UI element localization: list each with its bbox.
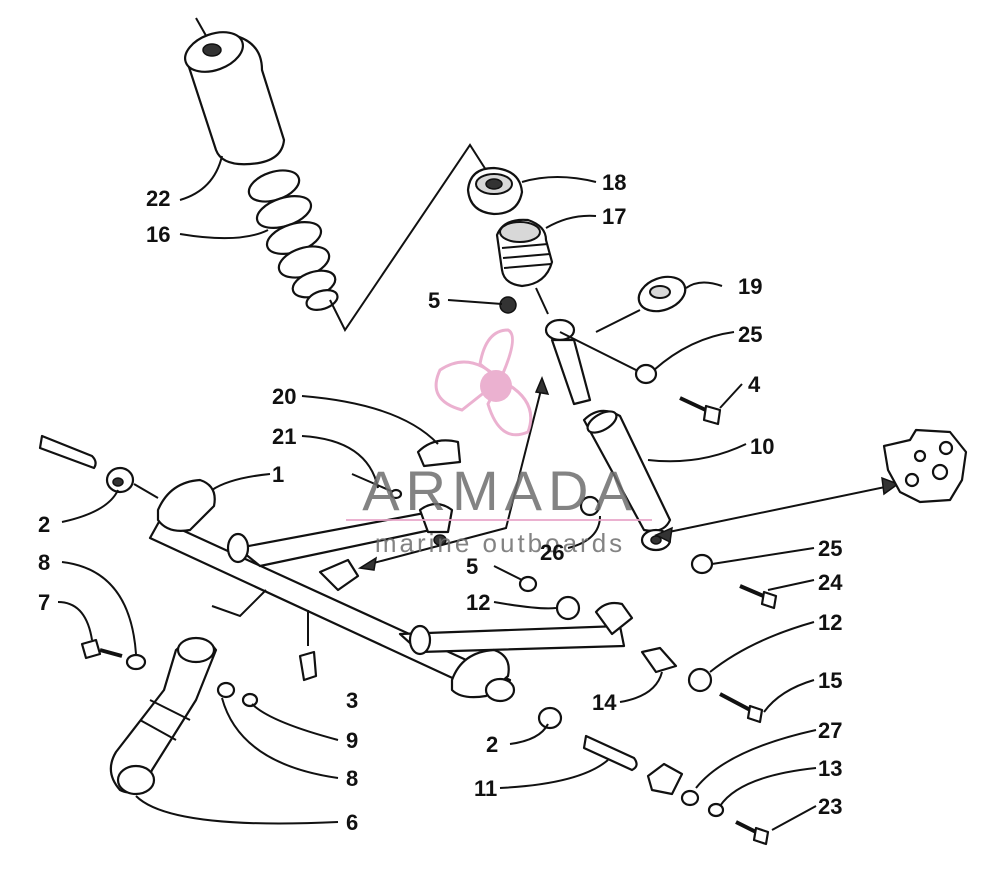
nut-5-lower: [518, 575, 538, 593]
linkage-arm-6: [109, 636, 218, 796]
spring-adjuster-nut-18: [466, 166, 524, 216]
pin-21: [351, 473, 403, 500]
callout-12-left: 12: [466, 590, 490, 615]
callout-23: 23: [818, 794, 842, 819]
callout-18: 18: [602, 170, 626, 195]
callout-24: 24: [818, 570, 843, 595]
shock-boot-22: [184, 17, 286, 166]
callout-3: 3: [346, 688, 358, 713]
callout-14: 14: [592, 690, 617, 715]
washer-8-left: [125, 653, 147, 671]
pin-left-top: [38, 434, 97, 470]
bolt-24: [739, 584, 778, 610]
callout-7: 7: [38, 590, 50, 615]
washer-8-right: [216, 681, 236, 699]
cap-20: [416, 439, 462, 468]
callout-15: 15: [818, 668, 842, 693]
callout-9: 9: [346, 728, 358, 753]
bolt-15: [719, 692, 764, 724]
callout-17: 17: [602, 204, 626, 229]
washer-13: [680, 789, 725, 818]
washer-19: [637, 275, 687, 313]
spring-link-line: [329, 143, 487, 332]
nut-5-upper: [499, 296, 517, 314]
spacer-14: [640, 646, 678, 674]
watermark-tagline: marine outboards: [375, 528, 625, 558]
bushing-25-upper: [634, 363, 658, 385]
callout-5-upper: 5: [428, 288, 440, 313]
bolt-4: [679, 396, 722, 426]
callout-19: 19: [738, 274, 762, 299]
callout-16: 16: [146, 222, 170, 247]
callout-13: 13: [818, 756, 842, 781]
a-arm-1: [148, 478, 634, 703]
spacer-12-right: [687, 667, 713, 693]
pointer-arrow-right: [663, 485, 891, 534]
callout-25-lower: 25: [818, 536, 842, 561]
callout-25-upper: 25: [738, 322, 762, 347]
cap-27: [646, 762, 684, 796]
bolt-23: [735, 820, 770, 846]
callout-21: 21: [272, 424, 296, 449]
shock-upper-axis: [559, 331, 641, 373]
bump-stop-17: [495, 218, 554, 288]
callout-4: 4: [748, 372, 761, 397]
linkage-leader: [211, 589, 267, 618]
pointer-arrow-up: [365, 385, 543, 566]
callout-11: 11: [474, 776, 497, 801]
leader-lines: [57, 155, 817, 831]
bushing-2-lower: [537, 706, 563, 730]
shaft-11: [582, 734, 638, 772]
callout-2-lower: 2: [486, 732, 498, 757]
propeller-logo-icon: [434, 328, 533, 437]
callout-8-upper: 8: [38, 550, 50, 575]
chain-case-bracket: [882, 428, 968, 504]
callout-8-lower: 8: [346, 766, 358, 791]
callout-labels: 22 16 18 17 19 5 25 4 20 21 10 1 2 26 25…: [38, 170, 843, 835]
callout-5-lower: 5: [466, 554, 478, 579]
callout-2-upper: 2: [38, 512, 50, 537]
spring-16: [247, 169, 339, 311]
spacer-12-left: [555, 595, 581, 621]
bushing-26: [579, 495, 601, 517]
callout-12-right: 12: [818, 610, 842, 635]
bolt-7: [80, 638, 123, 660]
callout-26: 26: [540, 540, 564, 565]
callout-27: 27: [818, 718, 842, 743]
callout-10: 10: [750, 434, 774, 459]
bushing-25-lower: [690, 553, 714, 575]
watermark: ARMADA marine outboards: [346, 328, 652, 558]
callout-20: 20: [272, 384, 296, 409]
bushing-2-upper: [105, 466, 135, 494]
watermark-brand: ARMADA: [362, 459, 638, 522]
callout-22: 22: [146, 186, 170, 211]
nut-9: [241, 692, 259, 708]
callout-1: 1: [272, 462, 284, 487]
callout-6: 6: [346, 810, 358, 835]
grease-fitting-3: [298, 610, 318, 682]
